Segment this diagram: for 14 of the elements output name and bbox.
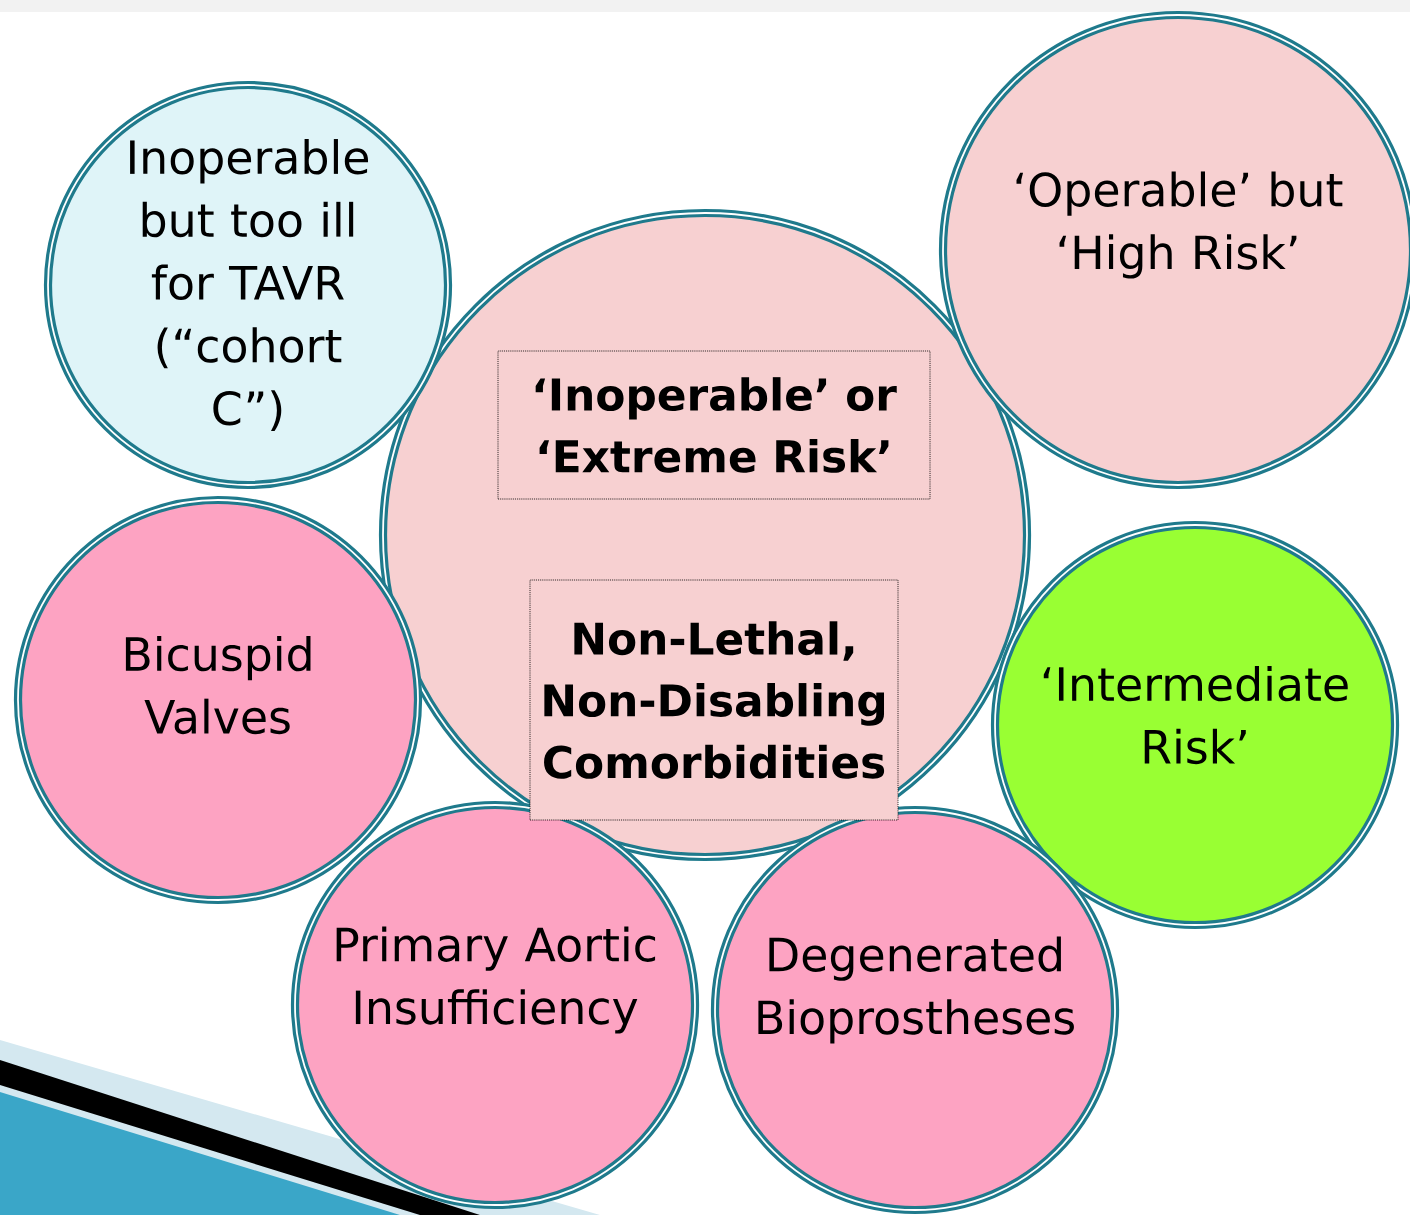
dotted-text-box: ‘Inoperable’ or ‘Extreme Risk’ <box>497 350 931 500</box>
node-text: Primary Aortic Insufficiency <box>336 926 656 1034</box>
node-text: Inoperable but too ill for TAVR (“cohort C”) <box>130 139 368 431</box>
node-text: Bicuspid Valves <box>125 635 311 735</box>
node-text: Degenerated Bioprostheses <box>758 936 1074 1044</box>
dotted-text-box: Non-Lethal, Non-Disabling Comorbidities <box>529 579 899 821</box>
category-circle <box>290 800 700 1210</box>
category-circle <box>990 520 1400 930</box>
category-circle <box>938 10 1410 490</box>
category-circle <box>43 80 453 490</box>
category-circle <box>13 495 423 905</box>
node-text: ‘Operable’ but ‘High Risk’ <box>1016 171 1343 279</box>
category-circle <box>710 805 1120 1215</box>
node-text: ‘Intermediate Risk’ <box>1043 665 1348 765</box>
